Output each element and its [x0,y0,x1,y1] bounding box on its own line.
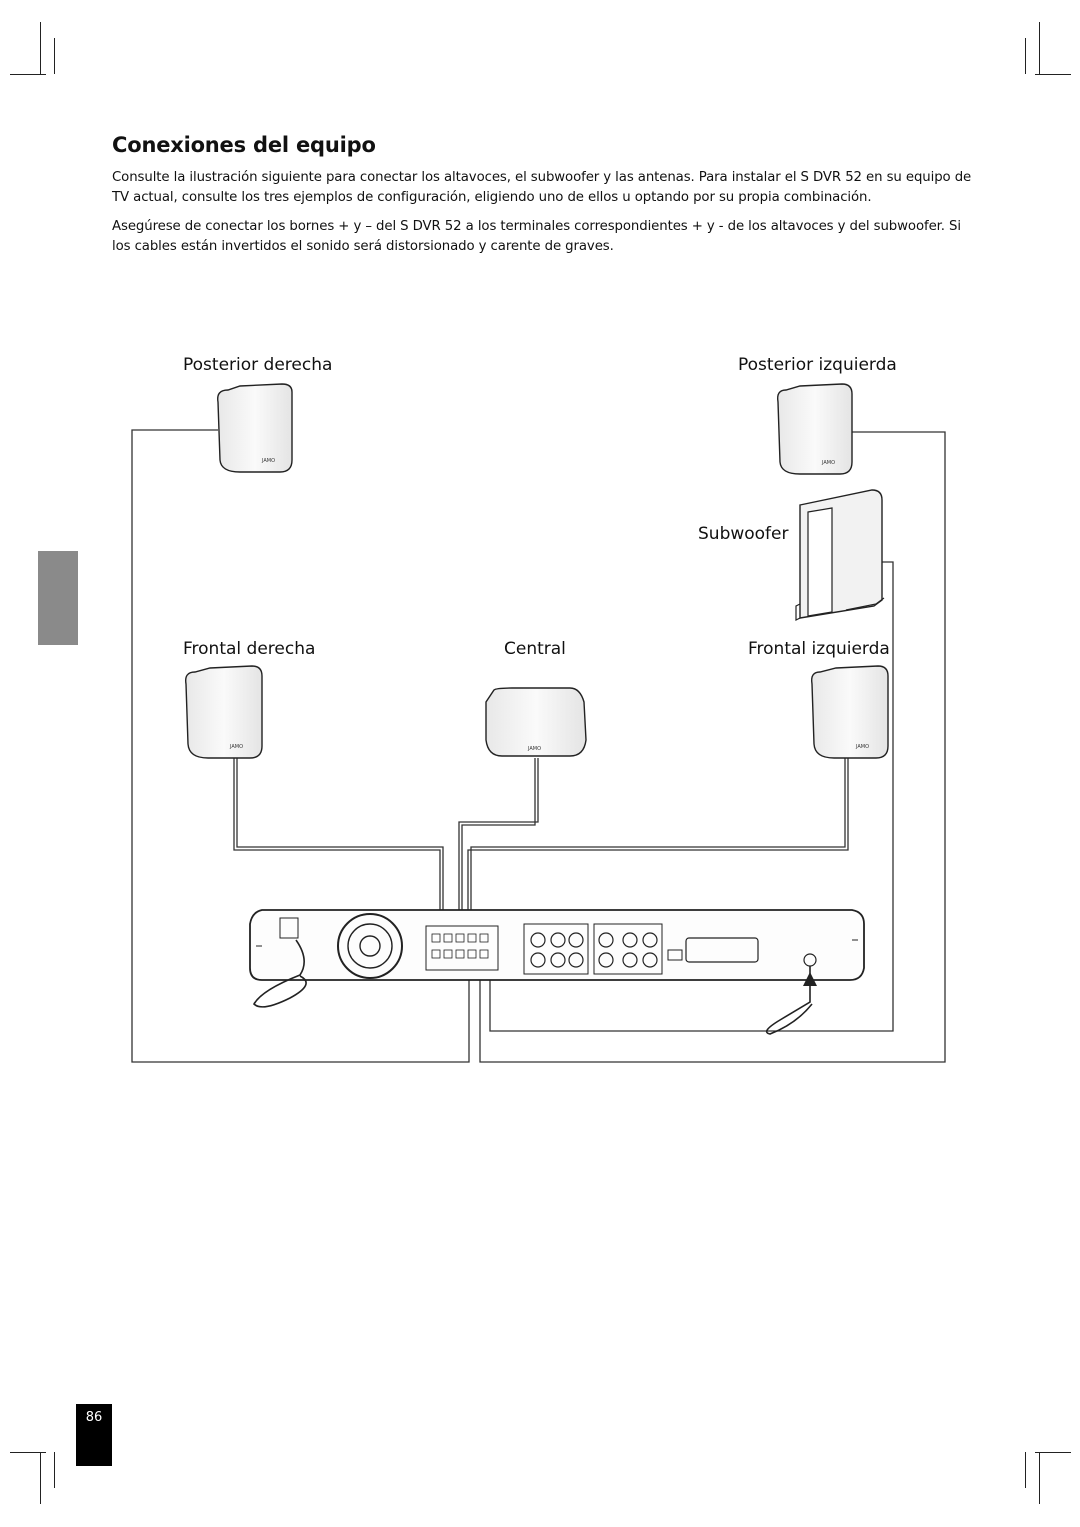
crop-mark [10,1452,46,1453]
wire-front-left [467,758,849,930]
page-number: 86 [85,1410,103,1425]
crop-mark [40,1452,41,1504]
center-speaker: JAMO [485,687,587,757]
svg-text:JAMO: JAMO [261,458,275,464]
rear-right-speaker: JAMO [217,383,293,473]
page-number-box: 86 [76,1404,112,1466]
section-tab [38,551,78,645]
crop-mark [1025,1452,1026,1488]
wire-front-right [233,758,441,930]
crop-mark [1025,38,1026,74]
label-center: Central [504,639,566,659]
rear-left-speaker: JAMO [776,383,853,475]
wire-rear-left [479,431,946,1063]
power-cord [253,939,307,1008]
svg-text:JAMO: JAMO [855,744,869,750]
front-left-speaker: JAMO [810,665,889,759]
wire-center [458,758,539,930]
svg-text:JAMO: JAMO [229,744,243,750]
wire-rear-right [131,429,470,1063]
warning-paragraph: Asegúrese de conectar los bornes + y – d… [112,219,961,254]
crop-mark [10,74,46,75]
label-subwoofer: Subwoofer [698,524,789,544]
label-rear-right: Posterior derecha [183,355,333,375]
intro-paragraph: Consulte la ilustración siguiente para c… [112,170,972,205]
front-right-speaker: JAMO [185,665,263,759]
svg-text:JAMO: JAMO [821,460,835,466]
crop-mark [1039,22,1040,74]
label-front-right: Frontal derecha [183,639,316,659]
crop-mark [40,22,41,74]
subwoofer-unit [795,489,885,621]
label-rear-left: Posterior izquierda [738,355,897,375]
crop-mark [1039,1452,1040,1504]
crop-mark [54,38,55,74]
fm-antenna [765,966,813,1035]
wire-subwoofer [489,561,894,1032]
crop-mark [54,1452,55,1488]
page-title: Conexiones del equipo [112,133,376,157]
receiver-back-panel [249,909,865,981]
crop-mark [1035,1452,1071,1453]
crop-mark [1035,74,1071,75]
svg-text:JAMO: JAMO [527,746,541,752]
label-front-left: Frontal izquierda [748,639,890,659]
